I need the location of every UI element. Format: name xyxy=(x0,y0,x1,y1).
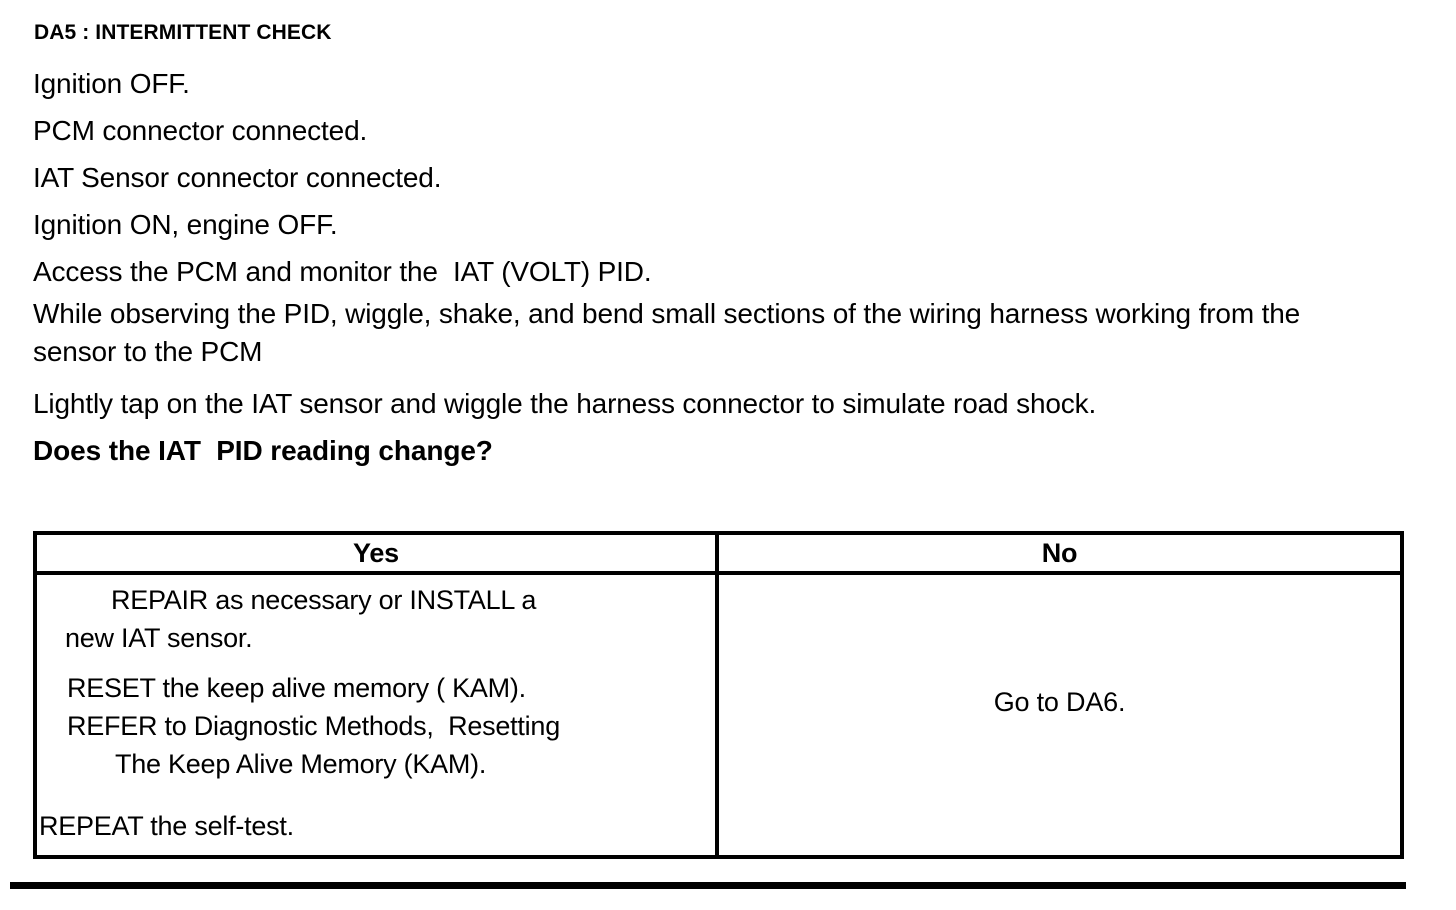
yes-action-line-1: REPAIR as necessary or INSTALL a xyxy=(111,585,537,615)
page-title: DA5 : INTERMITTENT CHECK xyxy=(34,21,332,44)
cell-yes-actions: REPAIR as necessary or INSTALL a new IAT… xyxy=(33,571,719,859)
table-row: REPAIR as necessary or INSTALL a new IAT… xyxy=(33,571,1404,859)
yes-action-line-3: RESET the keep alive memory ( KAM). xyxy=(67,673,526,703)
cell-no-action: Go to DA6. xyxy=(715,571,1404,859)
yes-action-line-5: The Keep Alive Memory (KAM). xyxy=(115,749,487,779)
step-item-3: IAT Sensor connector connected. xyxy=(33,162,442,193)
decision-question: Does the IAT PID reading change? xyxy=(33,435,493,466)
yes-action-line-6: REPEAT the self-test. xyxy=(39,811,294,841)
step-item-5: Access the PCM and monitor the IAT (VOLT… xyxy=(33,256,652,287)
yes-action-line-4: REFER to Diagnostic Methods, Resetting xyxy=(67,711,560,741)
step-item-1: Ignition OFF. xyxy=(33,68,190,99)
decision-table: Yes No REPAIR as necessary or INSTALL a … xyxy=(33,531,1404,859)
yes-action-line-2: new IAT sensor. xyxy=(65,623,253,653)
spacer xyxy=(39,657,713,669)
column-header-yes: Yes xyxy=(33,531,719,575)
no-action-goto: Go to DA6. xyxy=(993,687,1126,717)
column-header-no: No xyxy=(715,531,1404,575)
step-list: Ignition OFF. PCM connector connected. I… xyxy=(33,60,1363,474)
step-item-tap-sensor: Lightly tap on the IAT sensor and wiggle… xyxy=(33,388,1097,419)
bottom-divider xyxy=(10,882,1406,889)
step-item-4: Ignition ON, engine OFF. xyxy=(33,209,338,240)
spacer xyxy=(39,783,713,807)
table-header-row: Yes No xyxy=(33,531,1404,575)
step-item-wiggle-harness: While observing the PID, wiggle, shake, … xyxy=(33,298,1308,367)
step-item-2: PCM connector connected. xyxy=(33,115,368,146)
